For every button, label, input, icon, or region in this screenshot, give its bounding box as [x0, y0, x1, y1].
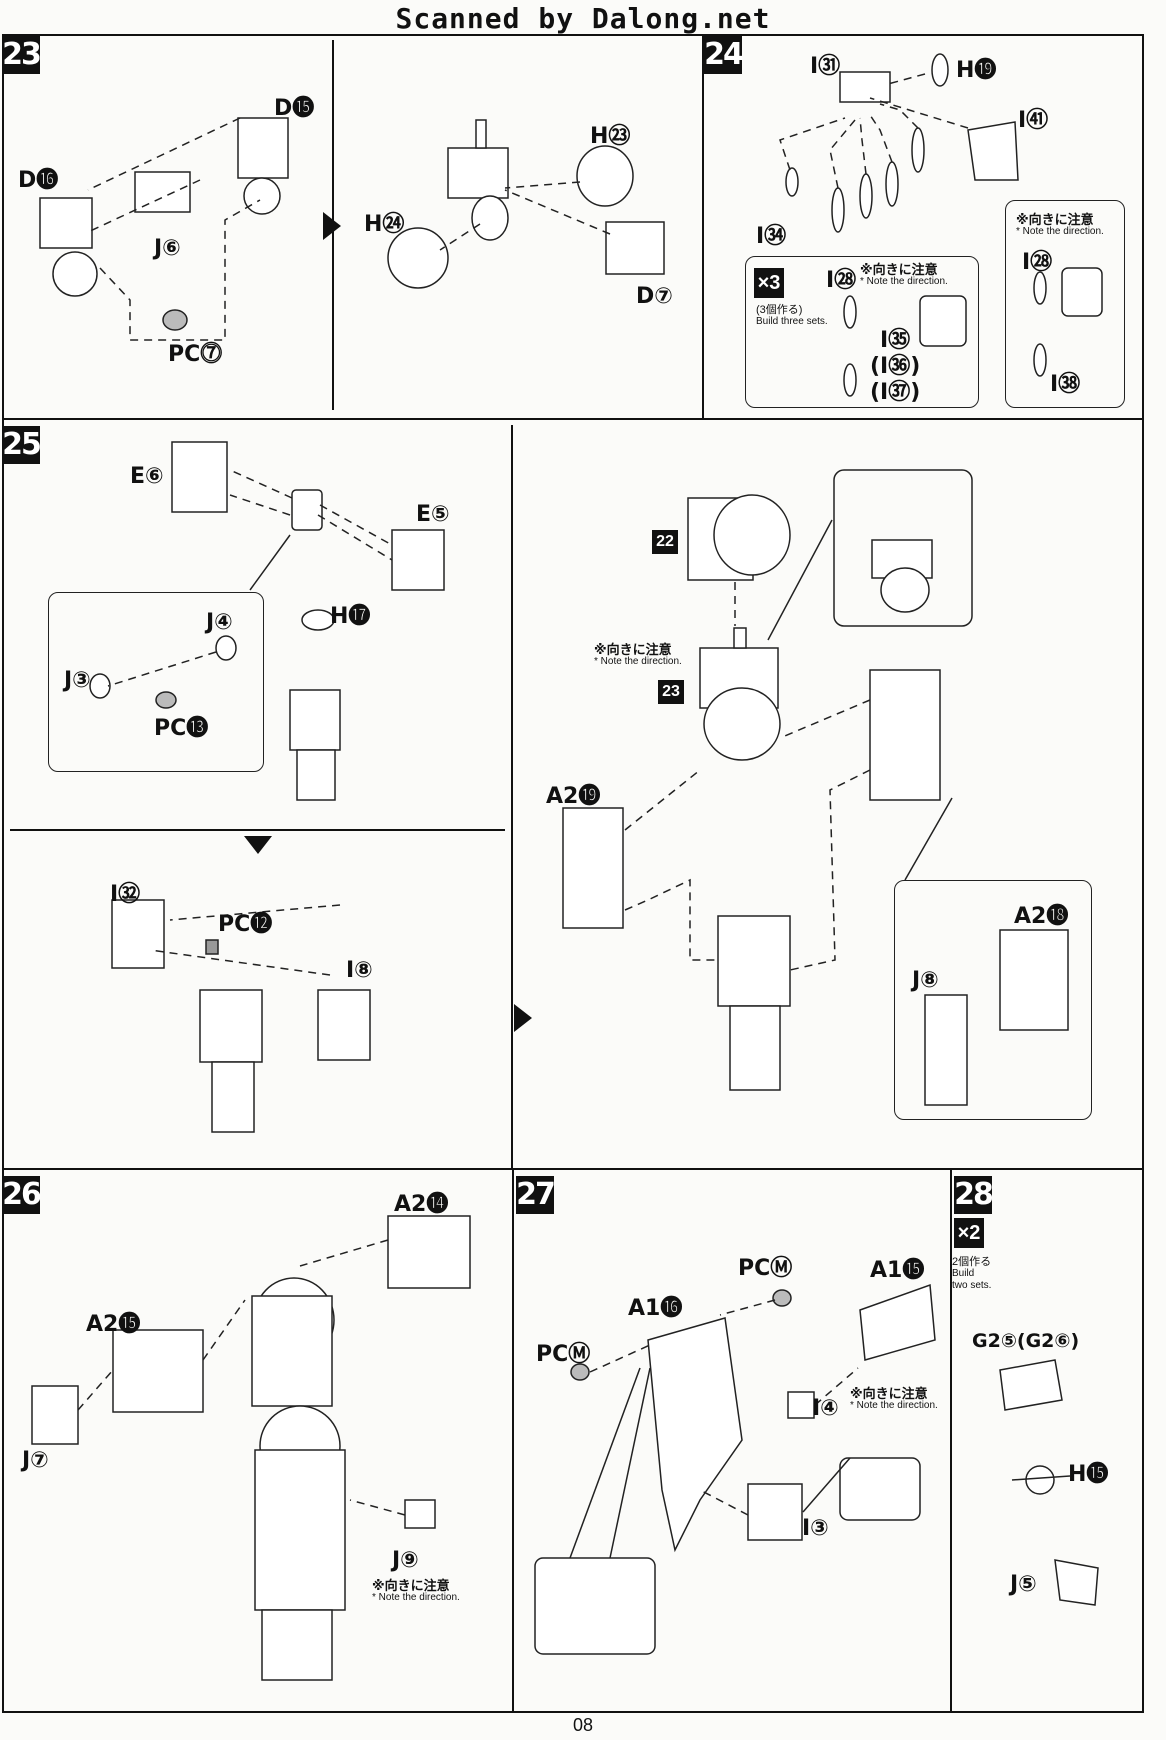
direction-note: ※向きに注意 * Note the direction.	[372, 1578, 460, 1603]
part-label: E⑥	[130, 464, 164, 489]
part-label: I⑧	[346, 958, 373, 983]
part-label: PC⓭	[154, 716, 209, 741]
part-label: I㊶	[1018, 108, 1049, 133]
part-label: J⑨	[392, 1548, 419, 1573]
part-label: G2⑤(G2⑥)	[972, 1330, 1080, 1352]
direction-note: ※向きに注意 * Note the direction.	[860, 262, 948, 287]
part-label: I㉟	[880, 328, 911, 353]
part-label: A2⓳	[546, 784, 601, 809]
sub-note: (3個作る) Build three sets.	[756, 304, 828, 327]
flow-arrow-23	[323, 212, 341, 240]
page-number: 08	[572, 1715, 594, 1735]
subassembly-box-25a	[48, 592, 264, 772]
step-number-28: 28	[954, 1176, 994, 1214]
part-label: J⑦	[22, 1448, 49, 1473]
part-label: (I㊱)	[870, 354, 921, 379]
watermark: Scanned by Dalong.net	[395, 2, 771, 35]
part-label: PC⓬	[218, 912, 273, 937]
direction-note: ※向きに注意 * Note the direction.	[850, 1386, 938, 1411]
step-ref-23: 23	[658, 680, 684, 704]
step-number-26: 26	[2, 1176, 42, 1214]
step-ref-22: 22	[652, 530, 678, 554]
subassembly-box-25b	[894, 880, 1092, 1120]
part-label: A1⓰	[628, 1296, 683, 1321]
step-number-24: 24	[704, 36, 744, 74]
step-number-25: 25	[2, 426, 42, 464]
part-label: A2⓲	[1014, 904, 1069, 929]
part-label: H⓯	[1068, 1462, 1109, 1487]
part-label: I㉞	[756, 224, 787, 249]
step-number-23: 23	[2, 36, 42, 74]
part-label: H㉓	[590, 124, 631, 149]
flow-arrow-25b	[514, 1004, 532, 1032]
part-label: A1⓯	[870, 1258, 925, 1283]
direction-note: ※向きに注意 * Note the direction.	[594, 642, 682, 667]
part-label: A2⓮	[394, 1192, 449, 1217]
direction-note: ※向きに注意 * Note the direction.	[1016, 212, 1104, 237]
part-label: (I㊲)	[870, 380, 921, 405]
part-label: I㉜	[110, 882, 141, 907]
count-badge: ×3	[754, 268, 784, 298]
part-label: J④	[206, 610, 233, 635]
part-label: H⓳	[956, 58, 997, 83]
subassembly-box-24a	[745, 256, 979, 408]
part-label: J⑧	[912, 968, 939, 993]
flow-arrow-25	[244, 836, 272, 854]
part-label: D⓯	[274, 96, 315, 121]
sub-note: 2個作る Build two sets.	[952, 1256, 992, 1291]
part-label: J③	[64, 668, 91, 693]
part-label: D⑦	[636, 284, 673, 309]
part-label: D⓰	[18, 168, 59, 193]
part-label: PCⓂ	[536, 1342, 591, 1367]
part-label: I㉘	[1022, 250, 1053, 275]
part-label: E⑤	[416, 502, 450, 527]
part-label: H㉔	[364, 212, 405, 237]
part-label: J⑤	[1010, 1572, 1037, 1597]
part-label: PCⓂ	[738, 1256, 793, 1281]
part-label: A2⓯	[86, 1312, 141, 1337]
count-badge: ×2	[954, 1218, 984, 1248]
step-number-27: 27	[516, 1176, 556, 1214]
part-label: I④	[812, 1396, 839, 1421]
subassembly-box-24b	[1005, 200, 1125, 408]
part-label: H⓱	[330, 604, 371, 629]
part-label: J⑥	[154, 236, 181, 261]
part-label: I③	[802, 1516, 829, 1541]
part-label: PC⓻	[168, 342, 223, 367]
panel-step-28	[950, 1168, 1144, 1713]
part-label: I㉘	[826, 268, 857, 293]
part-label: I㊳	[1050, 372, 1081, 397]
part-label: I㉛	[810, 54, 841, 79]
